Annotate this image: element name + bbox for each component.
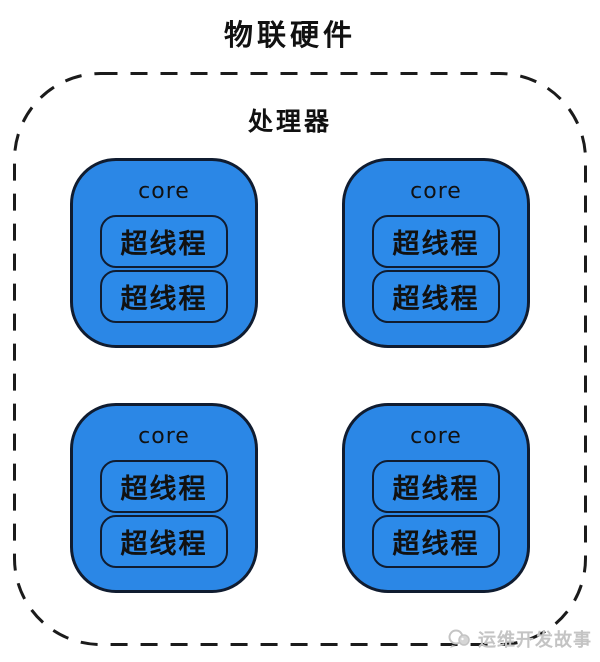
hyperthread-box: 超线程 (100, 460, 228, 513)
core-box: core 超线程 超线程 (70, 403, 258, 593)
hyperthread-box: 超线程 (100, 270, 228, 323)
watermark: 运维开发故事 (447, 626, 592, 652)
hyperthread-box: 超线程 (100, 215, 228, 268)
hyperthread-box: 超线程 (372, 270, 500, 323)
watermark-text: 运维开发故事 (478, 630, 592, 651)
core-label: core (410, 178, 462, 204)
core-label: core (410, 423, 462, 449)
processor-label: 处理器 (247, 107, 332, 136)
hyperthread-box: 超线程 (372, 460, 500, 513)
watermark-logo-icon (447, 629, 473, 649)
hyperthread-box: 超线程 (372, 215, 500, 268)
hyperthread-box: 超线程 (100, 515, 228, 568)
core-label: core (138, 423, 190, 449)
core-box: core 超线程 超线程 (70, 158, 258, 348)
hyperthread-box: 超线程 (372, 515, 500, 568)
core-label: core (138, 178, 190, 204)
core-box: core 超线程 超线程 (342, 158, 530, 348)
core-box: core 超线程 超线程 (342, 403, 530, 593)
diagram-title: 物联硬件 (223, 18, 356, 52)
